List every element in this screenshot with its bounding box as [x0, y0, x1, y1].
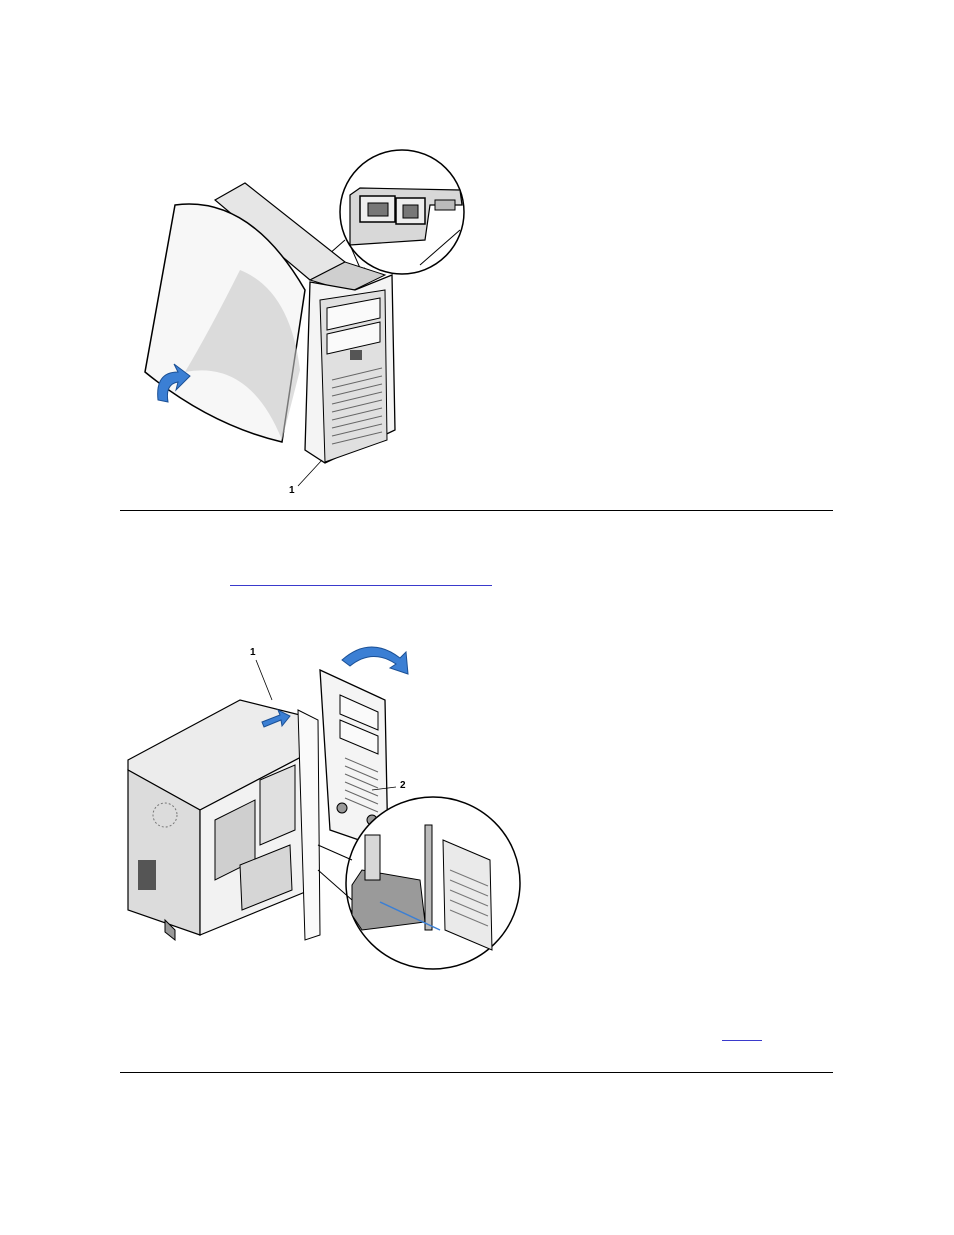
tower-open-chassis	[128, 700, 320, 940]
latch-detail-inset	[340, 150, 464, 274]
link-underline-2[interactable]	[722, 1040, 762, 1041]
section-divider	[120, 510, 833, 511]
figure2-callout-2: 2	[400, 780, 406, 791]
link-underline[interactable]	[230, 585, 492, 586]
figure2-callout-1: 1	[250, 647, 256, 658]
bezel-tab-detail-inset	[346, 797, 520, 969]
figure-cover-removal	[0, 0, 954, 520]
figure-bezel-removal	[0, 630, 954, 1110]
section-divider-2	[120, 1072, 833, 1073]
figure1-callout-1: 1	[289, 485, 295, 496]
